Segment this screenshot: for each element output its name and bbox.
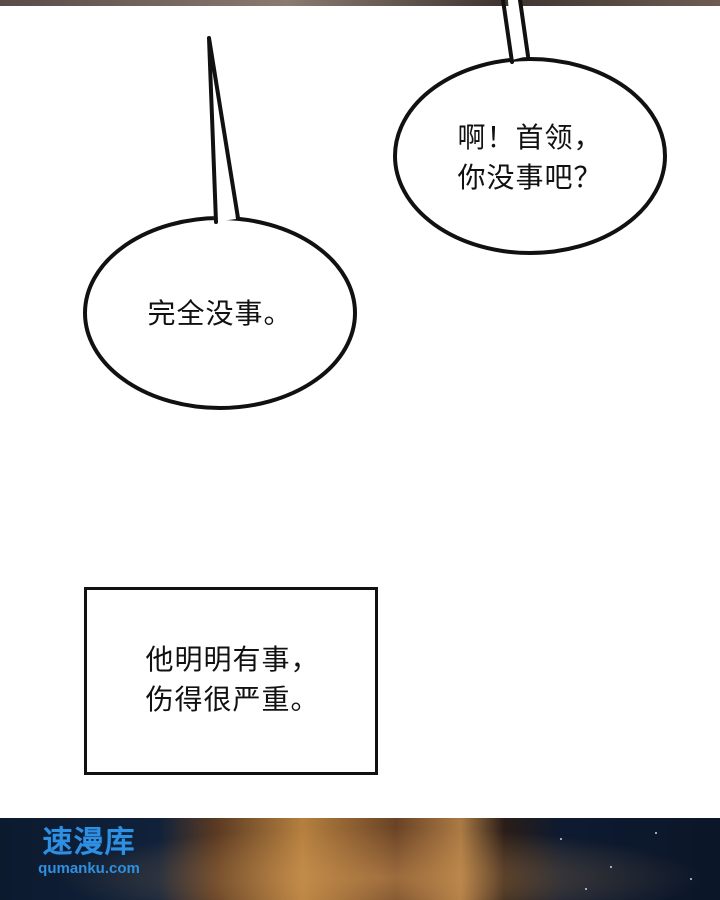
watermark-name: 速漫库 — [42, 825, 136, 860]
star-dot — [560, 838, 562, 840]
watermark-url: qumanku.com — [38, 860, 140, 877]
narration-caption-box — [84, 587, 378, 775]
bubble-line: 完全没事。 — [147, 297, 293, 330]
speech-bubble-reply — [83, 36, 357, 410]
narration-caption-text: 他明明有事， 伤得很严重。 — [100, 640, 365, 720]
star-dot — [655, 832, 657, 834]
site-watermark: 速漫库 qumanku.com — [14, 826, 164, 878]
caption-line: 他明明有事， — [145, 643, 320, 676]
bubble-line: 你没事吧？ — [457, 161, 603, 194]
star-dot — [585, 888, 587, 890]
speech-bubble-boss-question — [393, 0, 667, 255]
previous-panel-edge — [0, 0, 720, 6]
panel-shading — [0, 818, 720, 900]
star-dot — [690, 878, 692, 880]
caption-line: 伤得很严重。 — [145, 683, 320, 716]
bubble-line: 啊！首领， — [457, 121, 603, 154]
bubble-text-reply: 完全没事。 — [110, 294, 330, 334]
next-panel-artwork — [0, 818, 720, 900]
star-dot — [610, 866, 612, 868]
bubble-text-boss-question: 啊！首领， 你没事吧？ — [420, 118, 640, 198]
